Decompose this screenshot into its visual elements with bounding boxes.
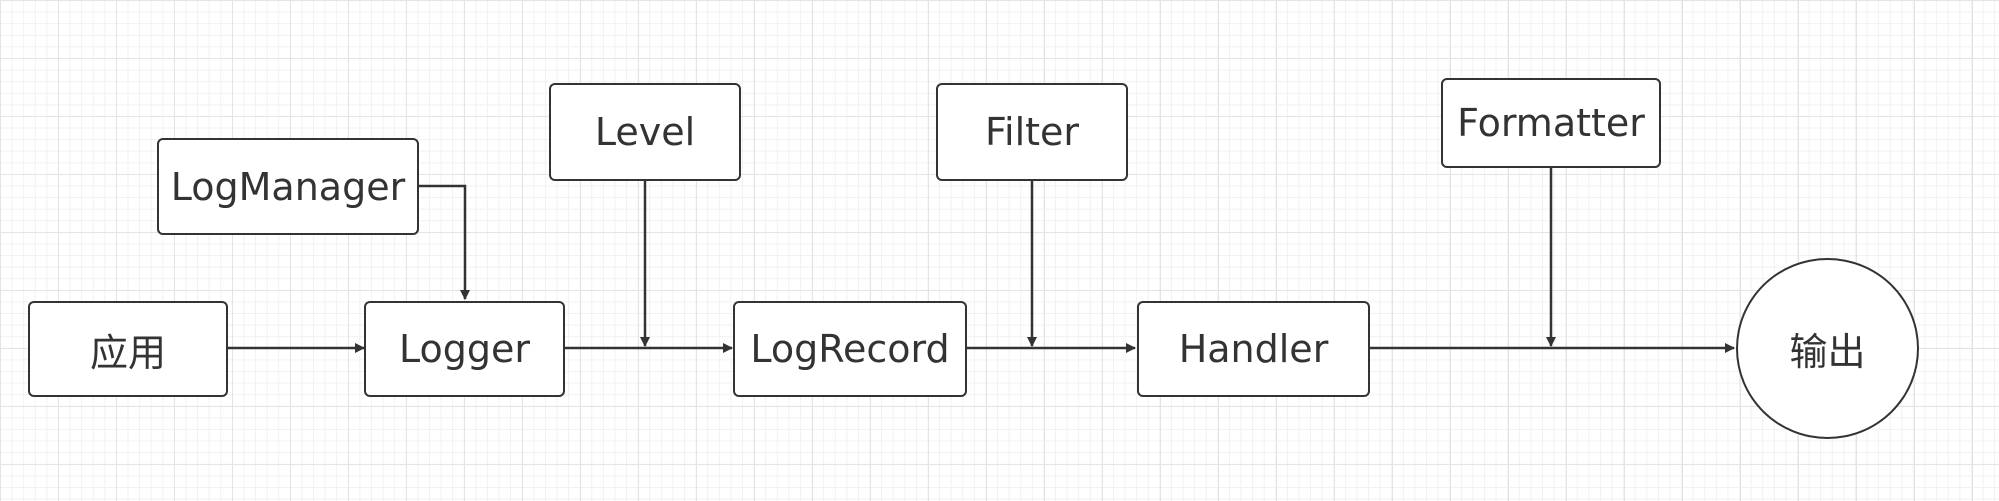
node-log-record[interactable]: LogRecord [733, 301, 967, 397]
node-output[interactable]: 输出 [1736, 258, 1919, 439]
node-log-record-label: LogRecord [750, 327, 950, 371]
node-app-label: 应用 [89, 330, 166, 375]
node-output-label: 输出 [1789, 330, 1866, 374]
node-app[interactable]: 应用 [28, 301, 228, 397]
node-logger-label: Logger [399, 327, 530, 371]
node-level-label: Level [594, 110, 696, 154]
edge-logmanager-to-logger [419, 184, 470, 300]
node-logger[interactable]: Logger [364, 301, 565, 397]
node-handler-label: Handler [1178, 327, 1329, 371]
node-log-manager[interactable]: LogManager [157, 138, 419, 235]
node-filter-label: Filter [984, 110, 1080, 154]
node-level[interactable]: Level [549, 83, 741, 181]
node-log-manager-label: LogManager [170, 164, 406, 209]
node-formatter[interactable]: Formatter [1441, 78, 1661, 168]
node-handler[interactable]: Handler [1137, 301, 1370, 397]
node-formatter-label: Formatter [1457, 101, 1645, 145]
node-filter[interactable]: Filter [936, 83, 1128, 181]
